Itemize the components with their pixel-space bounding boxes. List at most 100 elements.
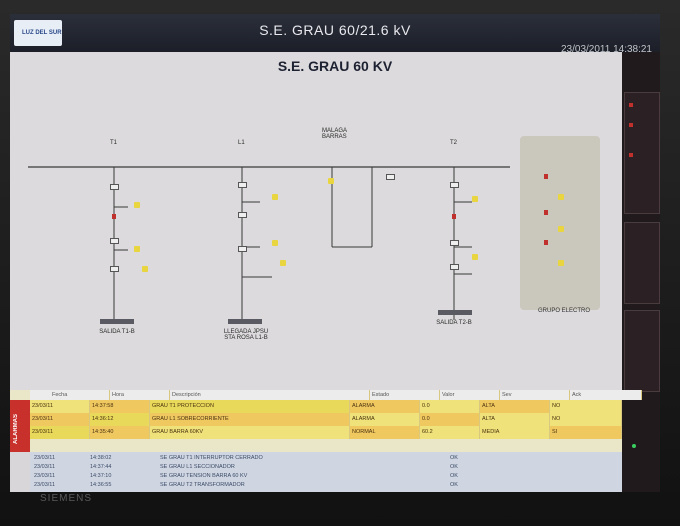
nav-tile-2[interactable] — [624, 222, 660, 304]
feeder-bar-l1 — [228, 319, 262, 324]
nav-alarm-dot-3 — [629, 153, 633, 157]
group-indicator-3 — [558, 260, 564, 266]
title-bar: LUZ DEL SUR S.E. GRAU 60/21.6 kV 23/03/2… — [10, 14, 660, 55]
event-cell: OK — [450, 482, 458, 488]
company-logo: LUZ DEL SUR — [14, 20, 62, 46]
alarm-header-cell[interactable]: Ack — [570, 390, 642, 400]
equipment-group-panel[interactable] — [520, 136, 600, 310]
alarm-cell: NO — [550, 400, 622, 413]
right-nav-panel — [622, 52, 660, 492]
indicator-t2-b — [472, 254, 478, 260]
breaker-t1-top[interactable] — [110, 184, 119, 190]
indicator-malaga — [328, 178, 334, 184]
group-indicator-2 — [558, 226, 564, 232]
alarm-cell: GRAU T1 PROTECCION — [150, 400, 350, 413]
alarm-cell: 0.0 — [420, 413, 480, 426]
indicator-t1-c — [142, 266, 148, 272]
breaker-t2-closed[interactable] — [452, 214, 456, 219]
event-cell: 23/03/11 — [34, 473, 56, 479]
event-cell: 14:37:44 — [90, 464, 112, 470]
feeder-name-l1: LLEGADA JPSU STA ROSA L1-B — [223, 329, 269, 341]
alarm-cell: ALTA — [480, 413, 550, 426]
breaker-t2-low[interactable] — [450, 264, 459, 270]
group-label: GRUPO ELECTRO — [538, 308, 591, 314]
alarm-cell: ALARMA — [350, 400, 420, 413]
breaker-t1-mid[interactable] — [110, 238, 119, 244]
alarm-header-cell[interactable]: Hora — [110, 390, 170, 400]
logo-text: LUZ DEL SUR — [22, 30, 62, 36]
breaker-t1-low[interactable] — [110, 266, 119, 272]
event-cell: 14:37:10 — [90, 473, 112, 479]
alarm-cell: 60.2 — [420, 426, 480, 439]
feeder-id-t1: T1 — [110, 140, 118, 146]
feeder-name-t1: SALIDA T1-B — [99, 329, 135, 335]
event-row[interactable]: 23/03/11 14:37:10 SE GRAU TENSION BARRA 60… — [30, 472, 622, 481]
alarm-header-cell[interactable]: Estado — [370, 390, 440, 400]
alarm-cell: 14:37:58 — [90, 400, 150, 413]
alarm-header-cell[interactable]: Fecha — [50, 390, 110, 400]
indicator-t1-b — [134, 246, 140, 252]
nav-tile-3[interactable] — [624, 310, 660, 392]
breaker-t2-top[interactable] — [450, 182, 459, 188]
alarm-cell: 14:35:40 — [90, 426, 150, 439]
nav-tile-1[interactable] — [624, 92, 660, 214]
alarm-cell: 0.0 — [420, 400, 480, 413]
alarm-cell: GRAU L1 SOBRECORRIENTE — [150, 413, 350, 426]
alarm-tag: ALARMAS — [10, 400, 30, 452]
group-status-1 — [544, 174, 548, 179]
event-cell: SE GRAU T1 INTERRUPTOR CERRADO — [160, 455, 263, 461]
alarm-tag-label: ALARMAS — [13, 414, 19, 444]
event-cell: OK — [450, 455, 458, 461]
breaker-l1-low[interactable] — [238, 246, 247, 252]
nav-alarm-dot-2 — [629, 123, 633, 127]
alarm-cell: SI — [550, 426, 622, 439]
datetime-readout: 23/03/2011 14:38:21 — [560, 44, 652, 55]
event-cell: 23/03/11 — [34, 482, 56, 488]
feeder-id-t2: T2 — [450, 140, 458, 146]
alarm-cell: MEDIA — [480, 426, 550, 439]
breaker-l1-mid[interactable] — [238, 212, 247, 218]
group-status-3 — [544, 240, 548, 245]
window-title: S.E. GRAU 60/21.6 kV — [259, 22, 411, 38]
feeder-name-t2: SALIDA T2-B — [436, 320, 472, 326]
alarm-cell: NORMAL — [350, 426, 420, 439]
alarm-cell: ALTA — [480, 400, 550, 413]
feeder-bar-t1 — [100, 319, 134, 324]
group-indicator-1 — [558, 194, 564, 200]
event-cell: 14:36:55 — [90, 482, 112, 488]
breaker-t1-closed[interactable] — [112, 214, 116, 219]
alarm-cell: 23/03/11 — [30, 426, 90, 439]
indicator-t1-a — [134, 202, 140, 208]
feeder-id-l1: L1 — [238, 140, 245, 146]
alarm-cell: GRAU BARRA 60KV — [150, 426, 350, 439]
alarm-header-cell[interactable]: Sev — [500, 390, 570, 400]
alarm-cell: 23/03/11 — [30, 400, 90, 413]
monitor-brand: SIEMENS — [40, 493, 93, 504]
indicator-t2-a — [472, 196, 478, 202]
breaker-malaga[interactable] — [386, 174, 395, 180]
malaga-label: MALAGA BARRAS — [322, 128, 347, 140]
diagram-title: S.E. GRAU 60 KV — [277, 58, 393, 74]
scada-screen: LUZ DEL SUR S.E. GRAU 60/21.6 kV 23/03/2… — [10, 14, 660, 492]
event-cell: 23/03/11 — [34, 455, 56, 461]
breaker-l1-top[interactable] — [238, 182, 247, 188]
alarm-header-cell[interactable]: Valor — [440, 390, 500, 400]
feeder-bar-t2 — [438, 310, 472, 315]
nav-alarm-dot-1 — [629, 103, 633, 107]
alarm-cell: 14:36:12 — [90, 413, 150, 426]
event-cell: OK — [450, 473, 458, 479]
breaker-t2-mid[interactable] — [450, 240, 459, 246]
group-status-2 — [544, 210, 548, 215]
event-cell: SE GRAU TENSION BARRA 60 KV — [160, 473, 248, 479]
alarm-header-cell[interactable]: Descripción — [170, 390, 370, 400]
indicator-l1-c — [280, 260, 286, 266]
event-cell: OK — [450, 464, 458, 470]
